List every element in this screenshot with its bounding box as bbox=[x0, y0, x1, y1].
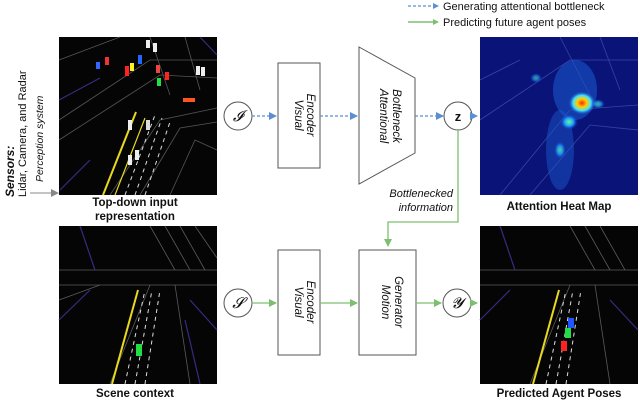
bottleneck-line1: Attentional bbox=[377, 88, 389, 144]
top-down-input-label-line2: representation bbox=[95, 211, 175, 223]
attention-heat-map-image bbox=[479, 36, 639, 196]
predicted-poses-label: Predicted Agent Poses bbox=[497, 388, 622, 400]
legend-solid-arrowhead bbox=[433, 19, 439, 25]
sensors-title: Sensors: bbox=[3, 146, 17, 197]
visual-encoder-bottom-line2: Encoder bbox=[304, 281, 316, 325]
visual-encoder-top-line2: Encoder bbox=[304, 94, 316, 138]
predicted-agent-poses-image bbox=[479, 225, 639, 385]
symbol-Y-node: 𝓨 bbox=[442, 288, 472, 318]
scene-context-label: Scene context bbox=[96, 388, 174, 400]
visual-encoder-bottom-line1: Visual bbox=[292, 286, 304, 318]
attentional-bottleneck-block: Attentional Bottleneck bbox=[358, 46, 416, 185]
top-down-input-label-line1: Top-down input bbox=[92, 197, 178, 209]
legend-dashed-arrowhead bbox=[433, 3, 439, 9]
top-down-input-image bbox=[58, 36, 218, 196]
sensors-group: Sensors: Lidar, Camera, and Radar Percep… bbox=[3, 70, 59, 197]
legend-label-attention: Generating attentional bottleneck bbox=[443, 1, 605, 13]
symbol-z-node: z bbox=[443, 101, 473, 131]
bottleneck-line2: Bottleneck bbox=[390, 89, 402, 144]
visual-encoder-top-block: Visual Encoder bbox=[277, 62, 321, 169]
motion-generator-line1: Motion bbox=[379, 285, 391, 320]
symbol-z: z bbox=[455, 109, 462, 124]
bottlenecked-info-line2: information bbox=[399, 202, 453, 214]
perception-system-label: Perception system bbox=[34, 95, 46, 182]
symbol-I-node: 𝓘 bbox=[223, 101, 253, 131]
arrow-z-to-motion-generator bbox=[384, 130, 459, 247]
legend-label-predict: Predicting future agent poses bbox=[443, 17, 587, 29]
scene-context-image bbox=[58, 225, 218, 385]
motion-generator-line2: Generator bbox=[392, 276, 404, 329]
motion-generator-block: Motion Generator bbox=[358, 249, 417, 356]
sensors-list: Lidar, Camera, and Radar bbox=[17, 70, 29, 197]
heat-map-label: Attention Heat Map bbox=[507, 201, 612, 213]
visual-encoder-top-line1: Visual bbox=[292, 99, 304, 131]
bottlenecked-info-line1: Bottlenecked bbox=[389, 188, 453, 200]
symbol-S-node: 𝓢 bbox=[223, 288, 253, 318]
legend: Generating attentional bottleneck Predic… bbox=[408, 1, 605, 29]
visual-encoder-bottom-block: Visual Encoder bbox=[277, 249, 321, 356]
